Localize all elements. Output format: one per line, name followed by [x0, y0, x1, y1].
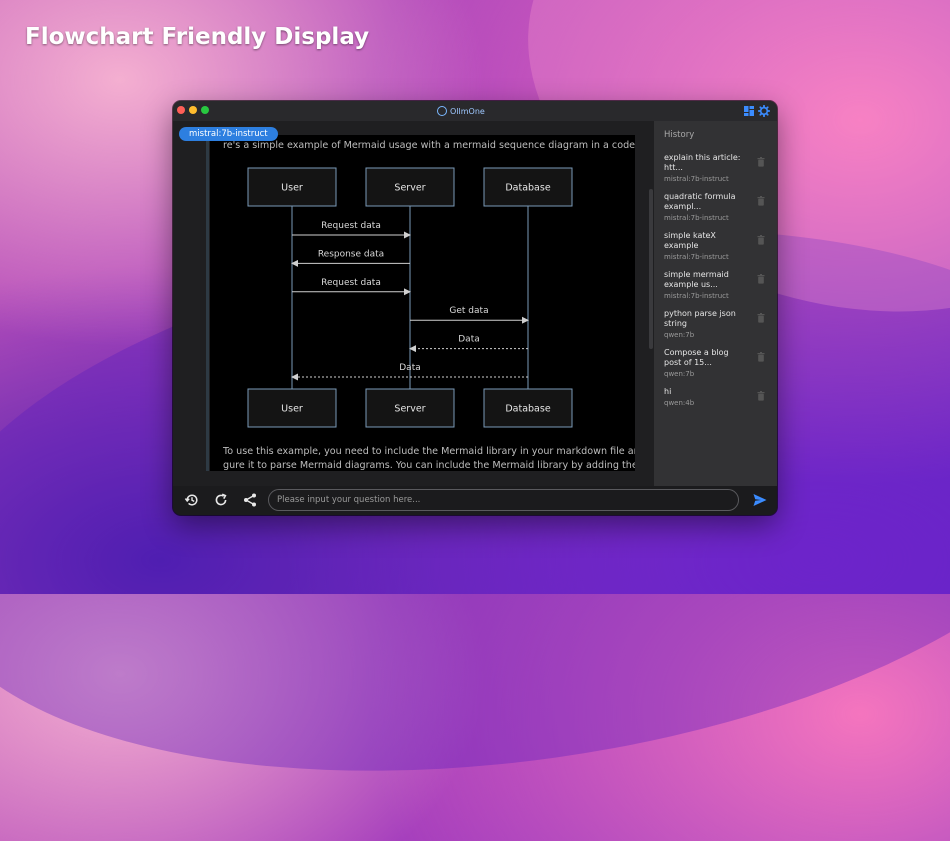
gear-icon[interactable] — [758, 105, 770, 117]
trash-icon[interactable] — [757, 196, 765, 206]
history-item-model: qwen:7b — [664, 370, 695, 378]
history-item-title: explain this article: htt... — [664, 153, 741, 172]
message-text: gure it to parse Mermaid diagrams. You c… — [223, 460, 635, 471]
actor-box-top — [483, 167, 573, 207]
history-item[interactable]: python parse json string qwen:7b — [664, 309, 774, 340]
history-item-title: simple mermaid example us... — [664, 270, 729, 289]
history-item[interactable]: hi qwen:4b — [664, 387, 774, 408]
message-label: Get data — [449, 306, 488, 316]
history-item-title: python parse json string — [664, 309, 736, 328]
input-bar — [173, 486, 777, 515]
actor-box-top — [365, 167, 455, 207]
app-name: OllmOne — [450, 106, 485, 116]
message-label: Request data — [321, 221, 381, 231]
history-icon[interactable] — [184, 492, 200, 508]
actor-label: User — [281, 183, 303, 194]
history-item-title: Compose a blog post of 15... — [664, 348, 729, 367]
trash-icon[interactable] — [757, 391, 765, 401]
share-icon[interactable] — [242, 492, 258, 508]
history-item-title: hi — [664, 387, 672, 396]
message-label: Request data — [321, 278, 381, 288]
app-logo: OllmOne — [437, 104, 485, 118]
minimize-window-button[interactable] — [189, 106, 197, 114]
layout-icon[interactable] — [743, 105, 755, 117]
close-window-button[interactable] — [177, 106, 185, 114]
history-item[interactable]: Compose a blog post of 15... qwen:7b — [664, 348, 774, 379]
trash-icon[interactable] — [757, 157, 765, 167]
chat-scrollbar[interactable] — [649, 189, 653, 349]
actor-box-bottom — [365, 388, 455, 428]
history-sidebar: History explain this article: htt... mis… — [654, 121, 777, 486]
history-item-model: mistral:7b-instruct — [664, 292, 729, 300]
headline: Flowchart Friendly Display — [25, 24, 370, 50]
history-item[interactable]: simple kateX example mistral:7b-instruct — [664, 231, 774, 262]
actor-label: Database — [505, 183, 550, 194]
history-item-model: mistral:7b-instruct — [664, 253, 729, 261]
history-item[interactable]: explain this article: htt... mistral:7b-… — [664, 153, 774, 184]
message-content: re's a simple example of Mermaid usage w… — [210, 135, 635, 471]
send-icon[interactable] — [752, 492, 768, 508]
zoom-window-button[interactable] — [201, 106, 209, 114]
message-label: Data — [399, 363, 421, 373]
message-label: Response data — [318, 249, 384, 259]
code-block-gutter — [206, 131, 209, 471]
actor-box-bottom — [247, 388, 337, 428]
history-item-model: qwen:4b — [664, 399, 695, 407]
history-title: History — [664, 130, 695, 140]
history-item-title: quadratic formula exampl... — [664, 192, 736, 211]
chat-panel: re's a simple example of Mermaid usage w… — [173, 121, 654, 486]
trash-icon[interactable] — [757, 352, 765, 362]
question-input[interactable] — [268, 489, 739, 511]
actor-label: Database — [505, 404, 550, 415]
history-item[interactable]: quadratic formula exampl... mistral:7b-i… — [664, 192, 774, 223]
message-text: re's a simple example of Mermaid usage w… — [223, 140, 635, 151]
actor-label: Server — [394, 183, 425, 194]
trash-icon[interactable] — [757, 274, 765, 284]
actor-box-top — [247, 167, 337, 207]
history-item[interactable]: simple mermaid example us... mistral:7b-… — [664, 270, 774, 301]
history-item-title: simple kateX example — [664, 231, 716, 250]
trash-icon[interactable] — [757, 313, 765, 323]
refresh-icon[interactable] — [213, 492, 229, 508]
history-item-model: mistral:7b-instruct — [664, 175, 729, 183]
history-item-model: mistral:7b-instruct — [664, 214, 729, 222]
title-bar: OllmOne — [173, 101, 777, 121]
model-badge[interactable]: mistral:7b-instruct — [179, 127, 278, 141]
trash-icon[interactable] — [757, 235, 765, 245]
actor-label: User — [281, 404, 303, 415]
history-item-model: qwen:7b — [664, 331, 695, 339]
logo-icon — [437, 106, 447, 116]
actor-label: Server — [394, 404, 425, 415]
message-label: Data — [458, 335, 480, 345]
message-text: To use this example, you need to include… — [223, 446, 635, 457]
app-window: OllmOne mistral:7b-instruct re's a simpl… — [173, 101, 777, 515]
actor-box-bottom — [483, 388, 573, 428]
